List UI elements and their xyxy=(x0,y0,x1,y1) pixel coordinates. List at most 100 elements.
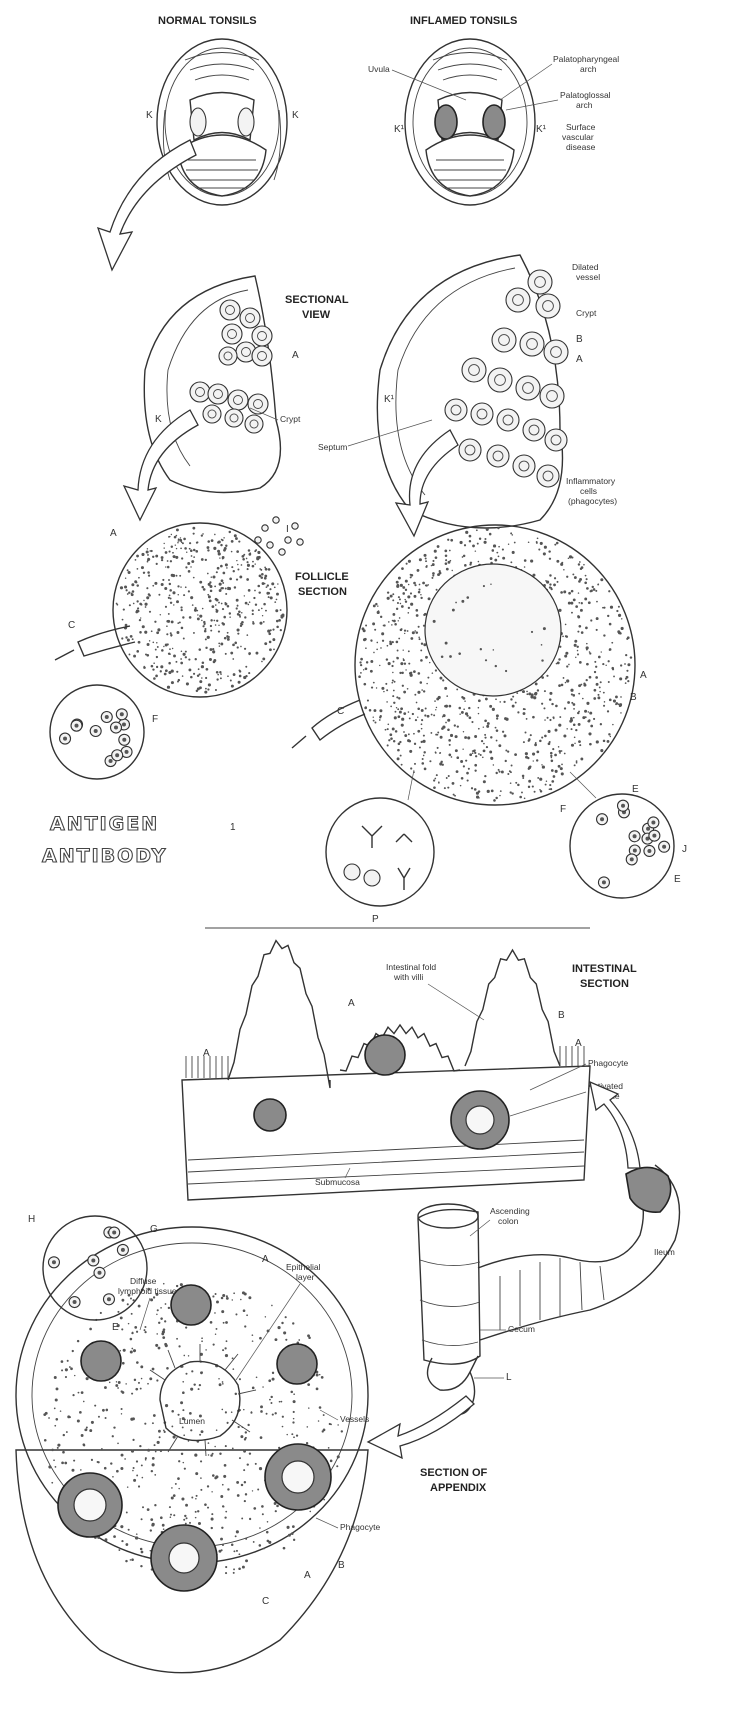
follicle-cell-speck xyxy=(442,764,444,766)
follicle-cell-speck xyxy=(510,791,512,793)
follicle-cell-speck xyxy=(275,609,278,612)
follicle-cell-speck xyxy=(469,753,472,756)
follicle-cell-speck xyxy=(493,764,494,765)
follicle-cell-speck xyxy=(282,614,285,617)
label-crypt-inflamed: Crypt xyxy=(576,308,597,318)
follicle-cell-speck xyxy=(195,550,198,553)
follicle-cell-speck xyxy=(416,702,418,704)
appendix-tissue-speck xyxy=(215,1293,217,1295)
appendix-tissue-speck xyxy=(183,1434,185,1436)
appendix-tissue-speck xyxy=(134,1326,137,1329)
appendix-tissue-speck xyxy=(94,1405,96,1407)
follicle-cell-speck xyxy=(586,649,588,651)
follicle-cell-speck xyxy=(149,611,151,613)
follicle-cell-speck xyxy=(448,739,451,742)
arrow-appendix-left xyxy=(368,1396,474,1458)
follicle-cell-speck xyxy=(388,739,390,741)
follicle-cell-speck xyxy=(425,560,427,562)
follicle-cell-speck xyxy=(478,707,480,709)
follicle-cell-speck xyxy=(190,596,193,599)
follicle-cell-speck xyxy=(461,711,464,714)
follicle-cell-speck xyxy=(586,702,589,705)
follicle-cell-speck xyxy=(145,606,147,608)
follicle-cell-speck xyxy=(216,599,219,602)
follicle-cell-speck xyxy=(446,695,448,697)
appendix-tissue-speck xyxy=(221,1549,223,1551)
follicle-cell-speck xyxy=(510,698,512,700)
follicle-cell-speck xyxy=(423,755,425,757)
follicle-cell-speck xyxy=(396,585,399,588)
follicle-cell-speck xyxy=(399,711,402,714)
appendix-tissue-speck xyxy=(219,1453,221,1455)
appendix-tissue-speck xyxy=(122,1362,125,1365)
follicle-cell-speck xyxy=(169,550,171,552)
follicle-cell-speck xyxy=(238,681,241,684)
crypt-follicle xyxy=(220,300,240,320)
appendix-tissue-speck xyxy=(141,1518,143,1520)
follicle-cell-speck xyxy=(199,615,202,618)
follicle-cell-speck xyxy=(445,722,447,724)
follicle-cell-speck xyxy=(422,582,425,585)
letter-k1-inflamed-right: K¹ xyxy=(536,124,547,135)
follicle-cell-speck xyxy=(595,590,597,592)
follicle-cell-speck xyxy=(360,658,363,661)
letter-k-normal-left: K xyxy=(146,110,153,121)
appendix-tissue-speck xyxy=(163,1528,165,1530)
follicle-cell-speck xyxy=(415,719,417,721)
follicle-cell-speck xyxy=(463,731,464,732)
follicle-cell-speck xyxy=(232,658,234,660)
follicle-cell-speck xyxy=(116,603,118,605)
follicle-cell-speck xyxy=(544,546,547,549)
follicle-cell-speck xyxy=(597,696,600,699)
appendix-tissue-speck xyxy=(109,1382,111,1384)
appendix-tissue-speck xyxy=(221,1310,224,1313)
follicle-cell-speck xyxy=(253,597,255,599)
follicle-cell-speck xyxy=(248,652,251,655)
appendix-tissue-speck xyxy=(291,1532,294,1535)
appendix-tissue-speck xyxy=(262,1513,264,1515)
appendix-tissue-speck xyxy=(233,1292,235,1294)
follicle-cell-speck xyxy=(124,585,127,588)
follicle-cell-speck xyxy=(415,609,418,612)
appendix-tissue-speck xyxy=(227,1488,229,1490)
appendix-tissue-speck xyxy=(133,1467,135,1469)
appendix-tissue-speck xyxy=(125,1543,128,1546)
follicle-cell-speck xyxy=(543,707,545,709)
follicle-cell-speck xyxy=(510,561,512,563)
appendix-tissue-speck xyxy=(214,1446,216,1448)
follicle-cell-speck xyxy=(446,568,449,571)
follicle-cell-speck xyxy=(236,599,239,602)
follicle-cell-speck xyxy=(227,675,229,677)
appendix-tissue-speck xyxy=(277,1326,280,1329)
follicle-cell-speck xyxy=(553,584,556,587)
follicle-cell-speck xyxy=(616,610,618,612)
follicle-cell-speck xyxy=(534,791,536,793)
follicle-cell-speck xyxy=(202,608,204,610)
label-palatopharyngeal-2: arch xyxy=(580,64,597,74)
follicle-cell-speck xyxy=(185,656,187,658)
label-cecum: Cecum xyxy=(508,1324,535,1334)
inflamed-follicle xyxy=(545,429,567,451)
appendix-tissue-speck xyxy=(62,1451,65,1454)
follicle-cell-speck xyxy=(437,747,439,749)
appendix-tissue-speck xyxy=(224,1347,226,1349)
follicle-cell-speck xyxy=(472,752,474,754)
follicle-cell-speck xyxy=(146,596,149,599)
follicle-cell-speck xyxy=(266,592,269,595)
follicle-cell-speck xyxy=(433,779,435,781)
follicle-cell-speck xyxy=(600,723,602,725)
follicle-cell-speck xyxy=(362,627,365,630)
germinal-center-speck xyxy=(458,652,461,655)
follicle-cell-speck xyxy=(171,546,173,548)
appendix-tissue-speck xyxy=(158,1430,161,1433)
follicle-cell-speck xyxy=(526,691,528,693)
follicle-cell-speck xyxy=(376,687,377,688)
appendix-tissue-speck xyxy=(67,1415,70,1418)
appendix-tissue-speck xyxy=(150,1529,152,1531)
appendix-tissue-speck xyxy=(220,1538,223,1541)
appendix-tissue-speck xyxy=(149,1377,152,1380)
follicle-cell-speck xyxy=(423,690,425,692)
follicle-cell-speck xyxy=(565,652,568,655)
follicle-cell-speck xyxy=(603,634,605,636)
appendix-tissue-speck xyxy=(51,1482,53,1484)
